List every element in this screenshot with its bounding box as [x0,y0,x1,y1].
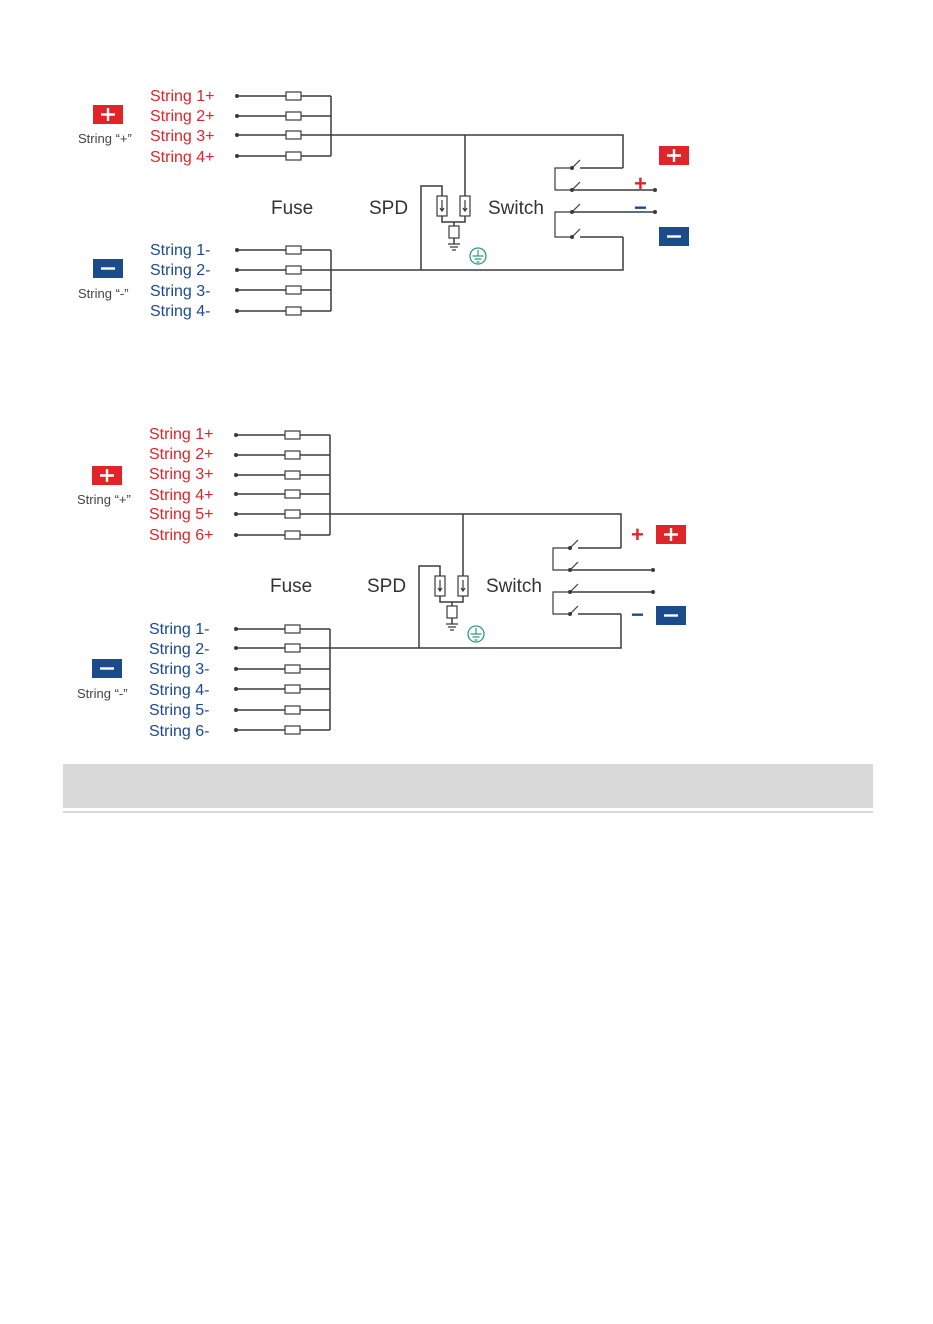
string-label: String 4+ [150,149,214,166]
string-label: String 2- [149,641,209,658]
diagram-1: String “+” String “-” String 1+ String 2… [78,88,689,320]
plus-badge-icon [92,466,122,485]
ground-icon [470,248,486,264]
plus-badge-icon [659,146,689,165]
output-minus-sign: − [631,602,644,627]
output-plus-sign: + [631,522,644,547]
string-label: String 3+ [149,466,213,483]
string-label: String 1- [150,242,210,259]
switch-label: Switch [486,576,542,597]
string-label: String 1+ [149,426,213,443]
string-label: String 1+ [150,88,214,105]
diagram-2: String “+” String “-” String 1+ String 2… [77,426,686,740]
fuse-icon [285,625,300,734]
string-label: String 3+ [150,128,214,145]
string-label: String 6+ [149,527,213,544]
minus-badge-icon [92,659,122,678]
plus-badge-icon [93,105,123,124]
spd-label: SPD [367,576,406,597]
string-label: String 2+ [149,446,213,463]
spd-icon [437,196,470,250]
section-divider [63,811,873,813]
string-label: String 3- [150,283,210,300]
minus-badge-icon [659,227,689,246]
string-label: String 3- [149,661,209,678]
negative-group-label: String “-” [77,686,128,701]
fuse-label: Fuse [271,198,313,219]
string-label: String 4- [149,682,209,699]
positive-group-label: String “+” [78,131,132,146]
plus-badge-icon [656,525,686,544]
fuse-icon [285,431,300,539]
switch-label: Switch [488,198,544,219]
string-label: String 5+ [149,506,213,523]
ground-icon [468,626,484,642]
string-label: String 2+ [150,108,214,125]
string-label: String 6- [149,723,209,740]
wiring-diagrams: String “+” String “-” String 1+ String 2… [0,0,933,760]
minus-badge-icon [656,606,686,625]
negative-group-label: String “-” [78,286,129,301]
string-label: String 4- [150,303,210,320]
output-plus-sign: + [634,171,647,196]
fuse-icon [286,246,301,315]
section-header-bar [63,764,873,808]
fuse-label: Fuse [270,576,312,597]
positive-group-label: String “+” [77,492,131,507]
string-label: String 4+ [149,487,213,504]
string-label: String 2- [150,262,210,279]
spd-label: SPD [369,198,408,219]
string-label: String 1- [149,621,209,638]
output-minus-sign: − [634,195,647,220]
fuse-icon [286,92,301,160]
string-label: String 5- [149,702,209,719]
spd-icon [435,576,468,630]
minus-badge-icon [93,259,123,278]
